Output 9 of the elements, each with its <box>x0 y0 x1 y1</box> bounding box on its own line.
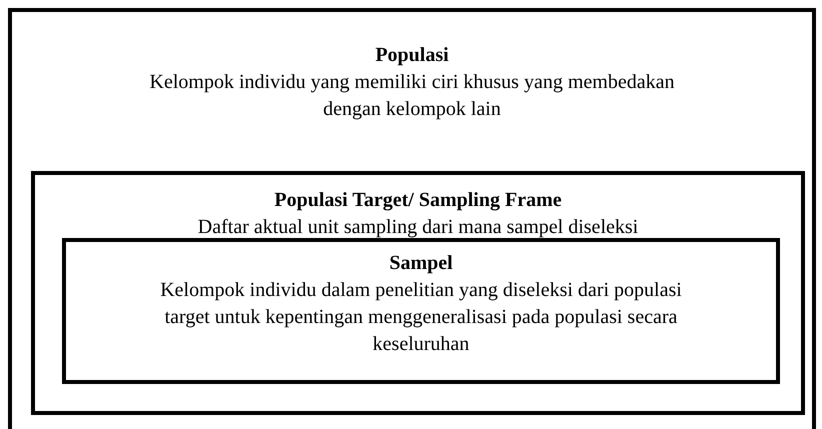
nested-box <box>31 171 805 415</box>
nested-box <box>62 238 780 384</box>
box-description: Kelompok individu yang memiliki ciri khusus yang membedakan dengan kelompok lain <box>148 70 676 122</box>
nested-box <box>8 8 816 429</box>
box-heading: Sampel <box>389 251 453 276</box>
box-description: Daftar aktual unit sampling dari mana sampel diseleksi <box>198 215 638 240</box>
box-heading: Populasi <box>375 43 449 68</box>
box-description: Kelompok individu dalam penelitian yang diseleksi dari populasi target untuk kepentingan menggeneralisasi pada populasi secara keseluruhan <box>159 278 683 357</box>
box-heading: Populasi Target/ Sampling Frame <box>274 188 562 213</box>
